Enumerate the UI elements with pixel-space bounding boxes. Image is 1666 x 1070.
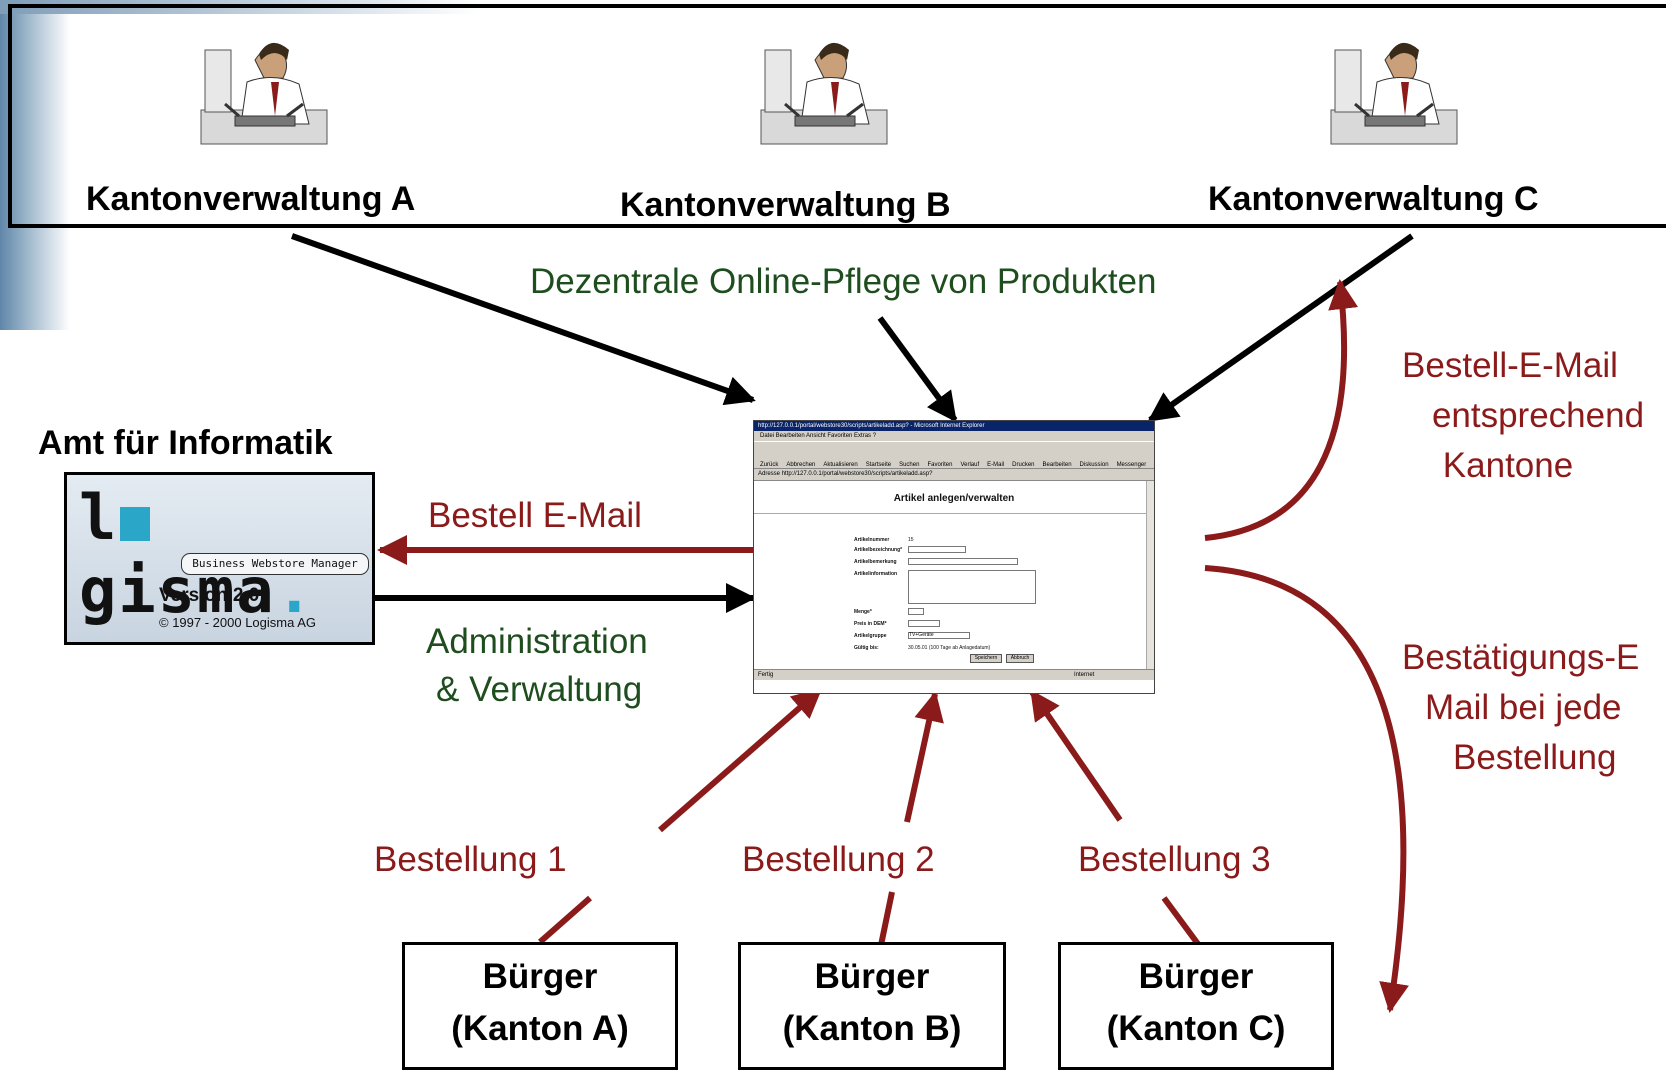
form-heading: Artikel anlegen/verwalten xyxy=(893,493,1015,504)
confirmation-label-line1: Bestätigungs-E xyxy=(1402,638,1640,677)
browser-toolbar: Zurück Abbrechen Aktualisieren Startseit… xyxy=(754,441,1154,469)
confirmation-label-line2: Mail bei jede xyxy=(1425,688,1622,727)
connector-citizen-c xyxy=(1161,896,1201,946)
order-email-label-line2: entsprechend xyxy=(1431,396,1645,435)
status-left: Fertig xyxy=(758,672,774,678)
decentral-label: Dezentrale Online-Pflege von Produkten xyxy=(530,262,1157,301)
arrow-dept-c-to-webstore xyxy=(1147,233,1414,423)
toolbar-edit: Bearbeiten xyxy=(1042,462,1072,468)
confirmation-label-line3: Bestellung xyxy=(1453,738,1617,777)
browser-page: Artikel anlegen/verwalten Artikelnummer … xyxy=(754,481,1154,680)
connector-citizen-a xyxy=(538,895,592,945)
order-label-2: Bestellung 2 xyxy=(742,840,935,879)
office-worker-icon xyxy=(1330,42,1458,145)
field-input-bezeichnung xyxy=(908,546,966,553)
save-button: Speichern xyxy=(970,654,1002,663)
logo-accent-square xyxy=(120,507,151,541)
department-label-c: Kantonverwaltung C xyxy=(1208,180,1539,218)
browser-address-bar: Adresse http://127.0.0.1/portal/webstore… xyxy=(754,469,1154,481)
logisma-logo: lgisma. Business Webstore Manager Versio… xyxy=(64,472,375,645)
field-label-menge: Menge* xyxy=(854,609,872,615)
arrow-order-1 xyxy=(658,687,823,833)
field-label-gueltig: Gültig bis: xyxy=(854,645,879,651)
address-url: http://127.0.0.1/portal/webstore30/scrip… xyxy=(781,471,933,477)
field-label-bezeichnung: Artikelbezeichnung* xyxy=(854,547,903,553)
citizen-box-c: Bürger (Kanton C) xyxy=(1058,942,1334,1070)
citizen-box-a: Bürger (Kanton A) xyxy=(402,942,678,1070)
citizen-a-line2: (Kanton A) xyxy=(451,1009,629,1048)
bestell-email-label: Bestell E-Mail xyxy=(428,496,642,535)
logo-version: Version 2.0 xyxy=(159,585,260,606)
toolbar-search: Suchen xyxy=(899,462,920,468)
status-right: Internet xyxy=(1074,672,1095,678)
citizen-b-line1: Bürger xyxy=(814,957,930,996)
arrow-order-email-to-cantons xyxy=(1204,279,1359,541)
order-email-label-line1: Bestell-E-Mail xyxy=(1402,346,1618,385)
order-label-3: Bestellung 3 xyxy=(1078,840,1271,879)
citizen-c-line2: (Kanton C) xyxy=(1106,1009,1286,1048)
arrow-order-2 xyxy=(904,691,944,823)
field-value-gueltig: 30.05.01 (100 Tage ab Anlagedatum) xyxy=(908,645,991,651)
toolbar-back: Zurück xyxy=(760,462,779,468)
logo-tagline: Business Webstore Manager xyxy=(181,553,369,575)
field-value-nummer: 15 xyxy=(908,537,914,543)
admin-label-line1: Administration xyxy=(426,622,648,661)
field-label-nummer: Artikelnummer xyxy=(854,537,890,543)
webstore-browser-window: http://127.0.0.1/portal/webstore30/scrip… xyxy=(753,420,1155,694)
toolbar-refresh: Aktualisieren xyxy=(823,462,858,468)
form-divider xyxy=(754,513,1154,514)
departments-frame xyxy=(8,4,1666,228)
arrow-order-3 xyxy=(1029,689,1123,822)
browser-title-bar: http://127.0.0.1/portal/webstore30/scrip… xyxy=(754,421,1154,431)
browser-scrollbar xyxy=(1146,481,1154,680)
citizen-box-b: Bürger (Kanton B) xyxy=(738,942,1006,1070)
toolbar-stop: Abbrechen xyxy=(786,462,816,468)
field-select-gruppe: TV+Geräte xyxy=(908,632,970,639)
cancel-button: Abbruch xyxy=(1006,654,1034,663)
arrow-dept-a-to-webstore xyxy=(290,233,756,406)
office-worker-icon xyxy=(760,42,888,145)
amt-label: Amt für Informatik xyxy=(38,424,333,462)
browser-status-bar: Fertig Internet xyxy=(754,669,1154,680)
browser-menu-bar: Datei Bearbeiten Ansicht Favoriten Extra… xyxy=(754,431,1154,441)
arrow-confirmation-to-citizens xyxy=(1204,565,1409,1013)
admin-label-line2: & Verwaltung xyxy=(436,670,643,709)
field-label-preis: Preis in DEM* xyxy=(854,621,887,627)
field-input-bemerkung xyxy=(908,558,1018,565)
field-input-preis xyxy=(908,620,940,627)
field-textarea-information xyxy=(908,570,1036,604)
order-label-1: Bestellung 1 xyxy=(374,840,567,879)
field-label-bemerkung: Artikelbemerkung xyxy=(854,559,897,565)
connector-citizen-b xyxy=(877,891,895,951)
citizen-b-line2: (Kanton B) xyxy=(782,1009,962,1048)
citizen-c-line1: Bürger xyxy=(1138,957,1254,996)
toolbar-home: Startseite xyxy=(865,462,892,468)
toolbar-history: Verlauf xyxy=(960,462,980,468)
toolbar-print: Drucken xyxy=(1012,462,1035,468)
toolbar-discuss: Diskussion xyxy=(1079,462,1109,468)
department-label-b: Kantonverwaltung B xyxy=(620,186,951,224)
department-label-a: Kantonverwaltung A xyxy=(86,180,416,218)
logo-copyright: © 1997 - 2000 Logisma AG xyxy=(159,615,317,630)
toolbar-mail: E-Mail xyxy=(987,462,1005,468)
toolbar-favorites: Favoriten xyxy=(927,462,953,468)
toolbar-messenger: Messenger xyxy=(1116,462,1147,468)
arrow-decentral-to-webstore xyxy=(877,316,958,423)
citizen-a-line1: Bürger xyxy=(482,957,598,996)
office-worker-icon xyxy=(200,42,328,145)
field-label-information: Artikelinformation xyxy=(854,571,898,577)
order-email-label-line3: Kantone xyxy=(1442,446,1574,485)
field-input-menge xyxy=(908,608,924,615)
field-label-gruppe: Artikelgruppe xyxy=(854,633,887,639)
address-label: Adresse xyxy=(758,471,781,477)
